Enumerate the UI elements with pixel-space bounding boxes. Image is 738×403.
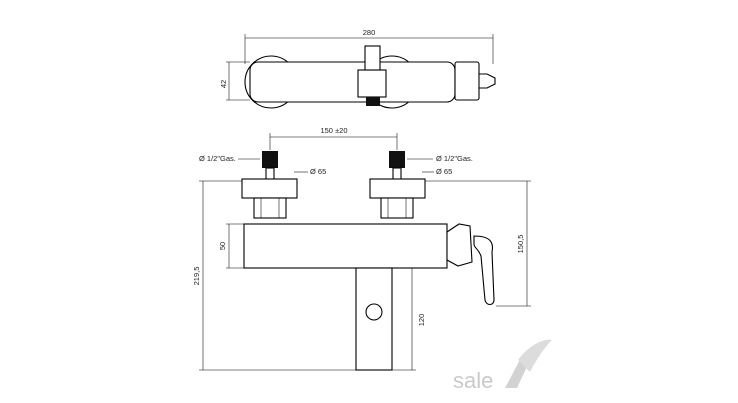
- spout-height-label: 120: [417, 314, 426, 327]
- logo-mark-swoosh: [518, 339, 552, 372]
- handle-cap: [454, 61, 480, 101]
- brand-logo: sale: [453, 339, 552, 393]
- body-height-label: 50: [218, 242, 227, 250]
- right-diameter-label: Ø 65: [436, 167, 452, 176]
- mixer-body-front: [243, 223, 448, 269]
- left-thread-label: Ø 1/2"Gas.: [199, 154, 236, 163]
- handle-lever-tip: [479, 73, 496, 89]
- right-inlet-nut: [389, 151, 405, 168]
- right-inlet-pipe: [392, 167, 402, 181]
- logo-text: sale: [453, 368, 493, 393]
- handle-housing: [446, 223, 473, 267]
- mixer-body-top: [249, 61, 456, 103]
- right-union: [380, 197, 414, 219]
- left-inlet-pipe: [265, 167, 275, 181]
- diverter-knob: [364, 45, 381, 71]
- left-diameter-label: Ø 65: [310, 167, 326, 176]
- left-inlet-nut: [262, 151, 278, 168]
- top-view: 280 42: [219, 28, 496, 109]
- spout-hole: [365, 303, 383, 321]
- handle-lever: [473, 235, 495, 306]
- height-label: 42: [219, 80, 228, 88]
- front-view: 150 ±20 Ø 1/2"Gas. Ø 1/2"Gas. Ø 65 Ø 65 …: [192, 126, 531, 371]
- width-label: 280: [363, 28, 376, 37]
- left-union: [253, 197, 287, 219]
- left-escutcheon: [241, 178, 298, 199]
- right-escutcheon: [369, 178, 426, 199]
- right-thread-label: Ø 1/2"Gas.: [436, 154, 473, 163]
- diverter-block: [357, 69, 387, 98]
- total-height-label: 219,5: [192, 267, 201, 286]
- lever-height-label: 150,5: [516, 235, 525, 254]
- spacing-label: 150 ±20: [320, 126, 347, 135]
- diverter-outlet: [366, 97, 380, 106]
